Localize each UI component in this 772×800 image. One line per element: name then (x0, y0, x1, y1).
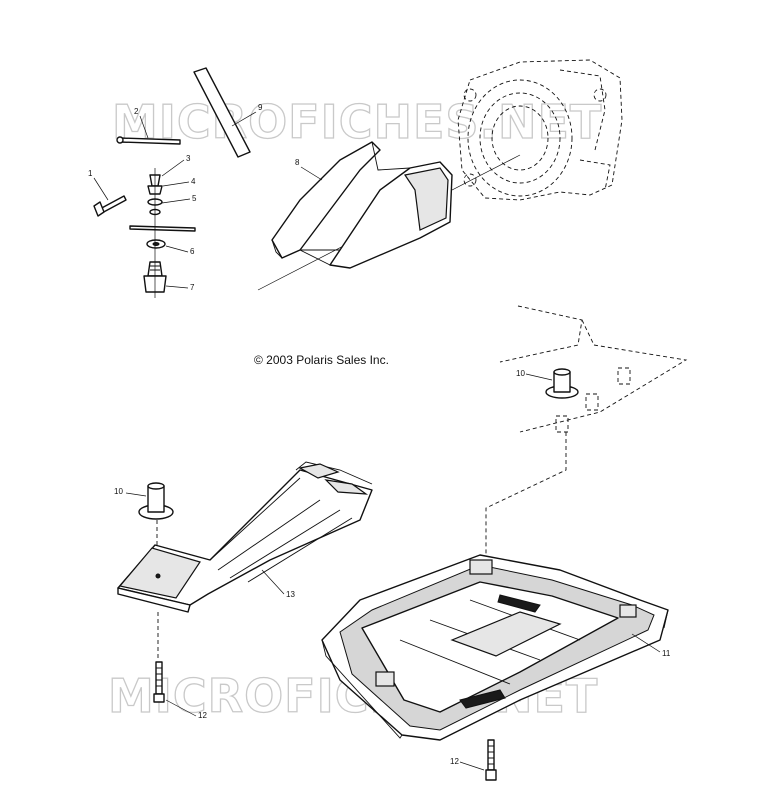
part-6-washer (146, 239, 166, 249)
part-2-rod (116, 136, 181, 145)
part-9-strip (193, 67, 251, 158)
callout-12-left: 12 (198, 711, 207, 720)
callout-13: 13 (286, 590, 295, 599)
part-10-bushing-left (138, 482, 174, 520)
watermark-top: MICROFICHES.NET (112, 95, 602, 149)
callout-9: 9 (258, 103, 263, 112)
part-11-skid-plate (321, 554, 669, 741)
part-12-bolt-right (485, 739, 497, 781)
callout-12-right: 12 (450, 757, 459, 766)
callout-11: 11 (662, 649, 671, 658)
callout-2: 2 (134, 107, 139, 116)
part-8-shield (271, 141, 453, 269)
callout-3: 3 (186, 154, 191, 163)
part-12-bolt-left (153, 661, 165, 703)
callout-4: 4 (191, 177, 196, 186)
copyright-notice: © 2003 Polaris Sales Inc. (254, 353, 389, 367)
callout-8: 8 (295, 158, 300, 167)
callout-6: 6 (190, 247, 195, 256)
callout-10-right: 10 (516, 369, 525, 378)
callout-10-left: 10 (114, 487, 123, 496)
callout-1: 1 (88, 169, 93, 178)
engine-outline (457, 59, 623, 201)
part-13-skid-bracket (117, 461, 373, 613)
part-1-pin (93, 195, 127, 217)
panel-section (129, 225, 196, 232)
part-10-bushing-right (545, 368, 579, 399)
callout-7: 7 (190, 283, 195, 292)
frame-outline (485, 305, 688, 700)
callout-5: 5 (192, 194, 197, 203)
